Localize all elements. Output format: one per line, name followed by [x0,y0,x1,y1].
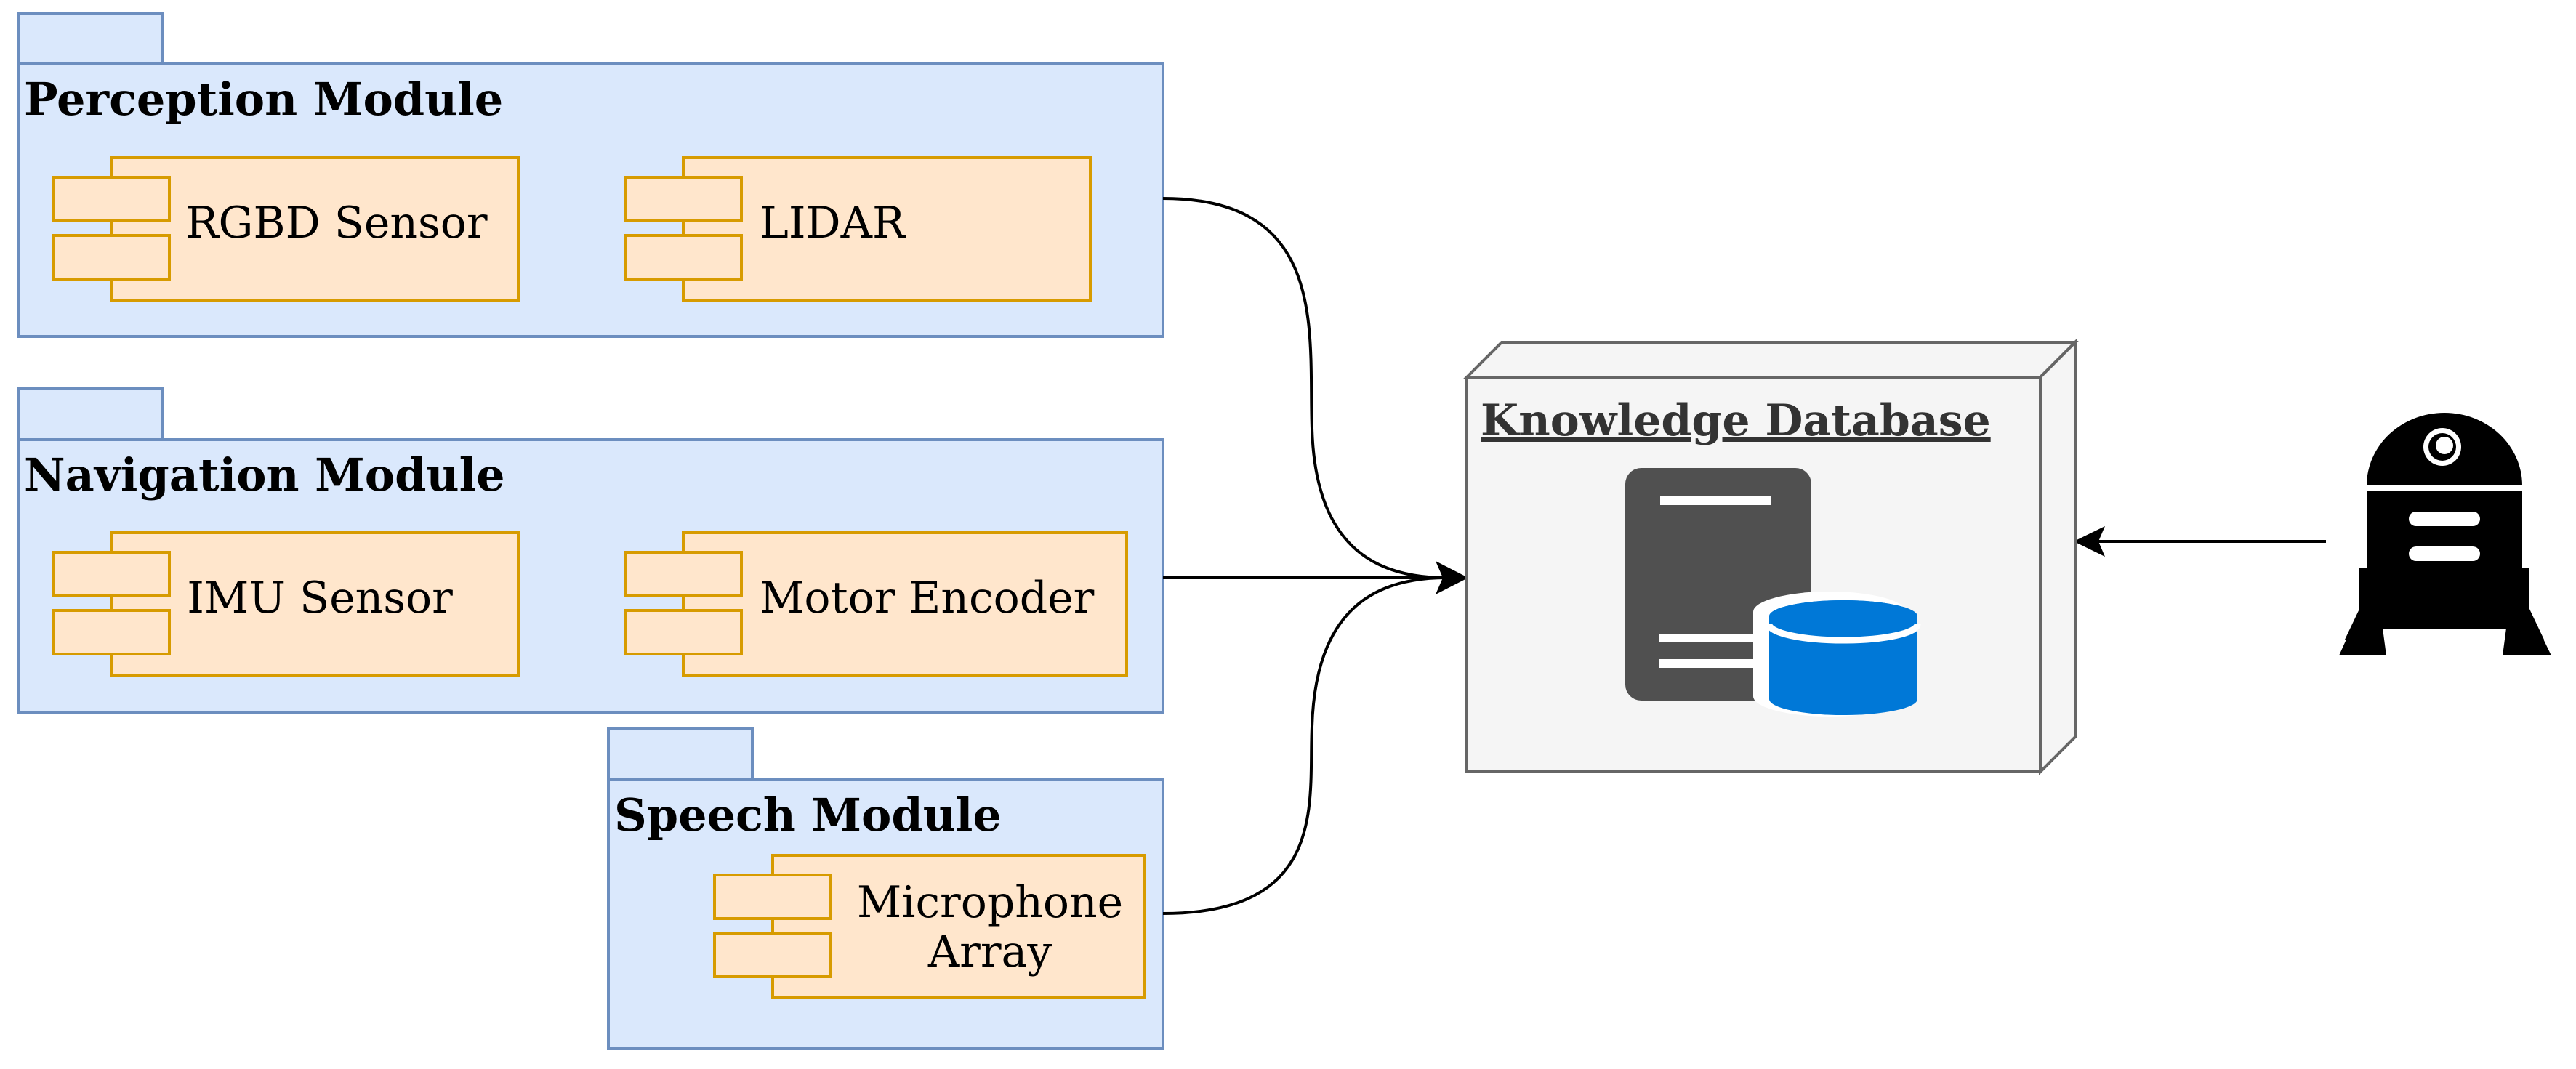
rgbd-sensor-label: RGBD Sensor [185,198,488,249]
arrowhead-into-database [1436,561,1468,594]
lidar-component: LIDAR [624,156,1092,302]
microphone-array-component: Microphone Array [713,854,1146,999]
robot-icon [2339,413,2551,655]
microphone-label-line1: Microphone [857,877,1123,928]
component-icon [52,176,171,222]
component-icon [624,609,743,655]
node-side-face [2039,339,2077,775]
robot-right-foot [2503,612,2551,655]
knowledge-database-node: Knowledge Database [1463,339,2079,775]
perception-module-title: Perception Module [24,73,503,126]
navigation-module-title: Navigation Module [24,448,505,501]
robot-left-foot [2339,612,2386,655]
lidar-label: LIDAR [760,198,906,249]
perception-module: Perception Module RGBD Sensor LIDAR [17,12,1164,338]
node-top-face [1463,341,2079,379]
component-icon [52,609,171,655]
component-icon [713,874,832,920]
component-icon [713,932,832,978]
imu-sensor-label: IMU Sensor [187,573,453,624]
connectors [1162,197,2326,915]
imu-sensor-component: IMU Sensor [52,531,520,677]
component-icon [52,551,171,597]
knowledge-database-title: Knowledge Database [1481,395,1991,446]
microphone-label-line2: Array [927,927,1052,977]
rgbd-sensor-component: RGBD Sensor [52,156,520,302]
component-icon [624,176,743,222]
speech-module: Speech Module Microphone Array [607,727,1164,1050]
perception-module-tab [17,12,164,65]
arrowhead-from-robot [2074,526,2105,557]
component-icon [52,234,171,281]
server-database-icon [1625,468,1921,717]
component-icon [624,234,743,281]
motor-encoder-label: Motor Encoder [760,573,1095,624]
navigation-module: Navigation Module IMU Sensor Motor Encod… [17,387,1164,714]
motor-encoder-component: Motor Encoder [624,531,1128,677]
speech-module-title: Speech Module [614,788,1002,842]
component-icon [624,551,743,597]
speech-to-database-edge [1162,576,1447,915]
navigation-module-tab [17,387,164,441]
speech-module-tab [607,727,754,781]
perception-to-database-edge [1162,197,1447,579]
